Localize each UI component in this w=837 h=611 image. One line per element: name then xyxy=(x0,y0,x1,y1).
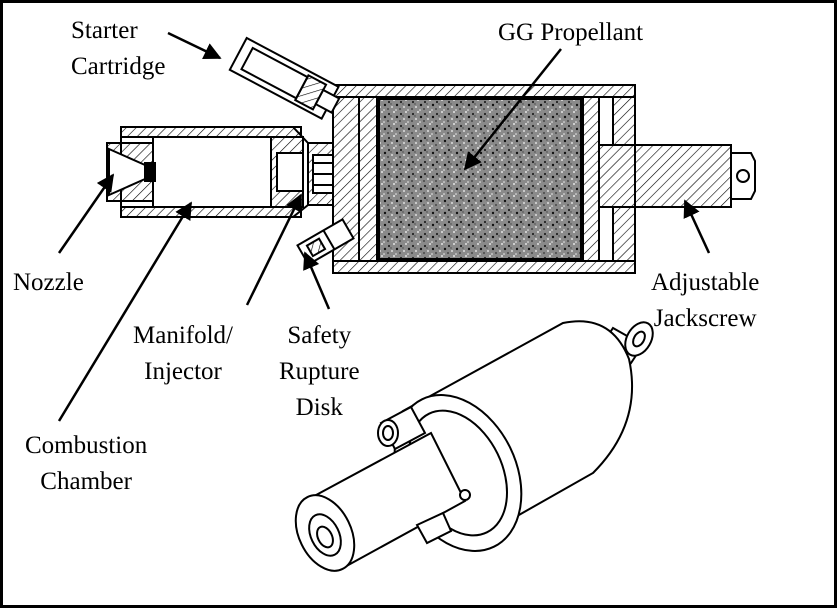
label-adjustable-jackscrew: Adjustable Jackscrew xyxy=(651,265,759,337)
manifold-injector-section xyxy=(302,96,360,262)
label-starter-cartridge-line2: Cartridge xyxy=(71,53,166,80)
label-gg-propellant: GG Propellant xyxy=(498,15,643,51)
label-manifold-injector: Manifold/ Injector xyxy=(133,318,233,390)
label-safety-rupture-disk: Safety Rupture Disk xyxy=(279,318,360,426)
label-safety-rupture-disk-line2: Rupture xyxy=(279,358,360,385)
label-starter-cartridge-line1: Starter xyxy=(71,17,138,44)
leader-gg-propellant xyxy=(463,48,562,171)
leader-adjustable-jackscrew xyxy=(683,199,711,254)
starter-cartridge-part xyxy=(228,36,341,120)
cross-section-view xyxy=(106,36,756,274)
iso-starter-boss xyxy=(377,405,427,451)
leader-lines xyxy=(57,31,711,422)
label-gg-propellant-text: GG Propellant xyxy=(498,19,644,46)
gg-propellant-grain xyxy=(378,98,582,260)
label-nozzle: Nozzle xyxy=(13,265,84,301)
label-adjustable-jackscrew-line2: Jackscrew xyxy=(653,305,757,332)
label-nozzle-text: Nozzle xyxy=(13,269,84,296)
combustion-chamber-section xyxy=(120,126,309,218)
leader-starter-cartridge xyxy=(167,31,222,60)
label-combustion-chamber-line1: Combustion xyxy=(25,432,148,459)
leader-combustion-chamber xyxy=(57,201,193,422)
label-safety-rupture-disk-line1: Safety xyxy=(287,322,352,349)
nozzle-section xyxy=(106,142,156,202)
label-manifold-injector-line1: Manifold/ xyxy=(133,322,233,349)
label-combustion-chamber: Combustion Chamber xyxy=(25,428,147,500)
iso-side-fitting xyxy=(415,489,471,545)
label-safety-rupture-disk-line3: Disk xyxy=(295,394,343,421)
label-adjustable-jackscrew-line1: Adjustable xyxy=(651,269,760,296)
isometric-view xyxy=(294,320,654,572)
diagram-drawing xyxy=(57,31,756,572)
iso-chamber-cylinder xyxy=(294,431,467,572)
leader-safety-rupture-disk xyxy=(303,251,331,310)
leader-nozzle xyxy=(57,173,115,254)
label-starter-cartridge: Starter Cartridge xyxy=(71,13,165,85)
label-manifold-injector-line2: Injector xyxy=(144,358,222,385)
adjustable-jackscrew-section xyxy=(598,144,756,208)
leader-manifold-injector xyxy=(245,193,303,306)
label-combustion-chamber-line2: Chamber xyxy=(40,468,132,495)
